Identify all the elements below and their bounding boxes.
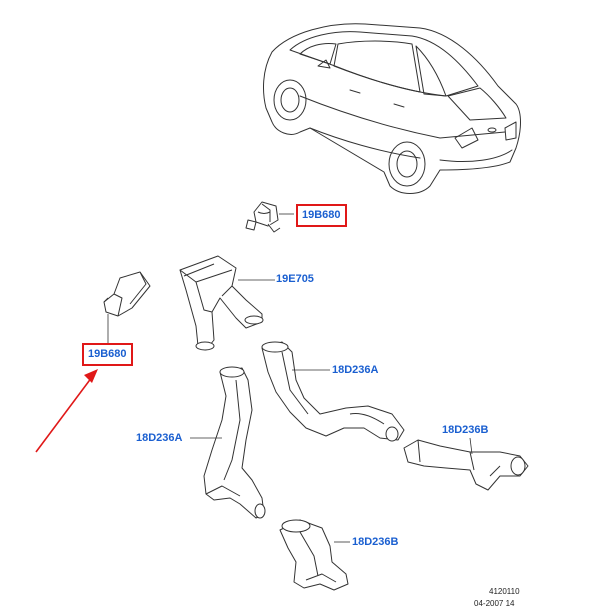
label-upper-duct: 19E705 — [276, 273, 314, 285]
duct-right-upper — [261, 341, 405, 442]
duct-right-end — [403, 439, 529, 491]
label-clip-left: 19B680 — [82, 343, 133, 366]
label-duct-bottom-end: 18D236B — [352, 536, 399, 548]
car-illustration — [263, 23, 521, 194]
clip-part-top — [245, 201, 281, 233]
duct-bottom-end — [279, 519, 349, 591]
diagram-date: 04-2007 14 — [474, 599, 515, 608]
label-duct-right-upper: 18D236A — [332, 364, 379, 376]
upper-duct — [179, 255, 264, 351]
label-clip-top: 19B680 — [296, 204, 347, 227]
diagram-code: 4120110 — [489, 587, 520, 596]
label-duct-left-lower: 18D236A — [136, 432, 183, 444]
label-duct-right-end: 18D236B — [442, 424, 489, 436]
clip-part-left — [103, 271, 151, 317]
duct-left-lower — [203, 366, 266, 519]
pointer-arrow — [35, 369, 98, 453]
